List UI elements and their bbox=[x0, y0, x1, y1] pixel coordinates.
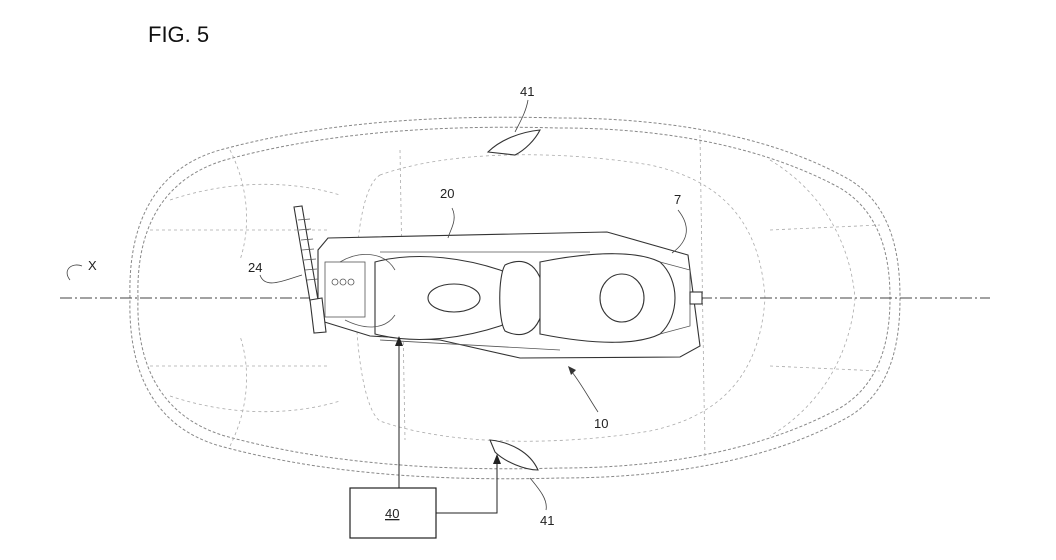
figure-title: FIG. 5 bbox=[148, 22, 209, 47]
leader-24 bbox=[259, 274, 303, 284]
leader-41-top bbox=[514, 99, 529, 133]
fin-top bbox=[486, 129, 541, 156]
fin-bottom bbox=[489, 439, 539, 471]
pedal-assembly bbox=[293, 205, 327, 334]
label-7: 7 bbox=[674, 192, 681, 207]
axis-label-x: X bbox=[88, 258, 97, 273]
label-41-bottom: 41 bbox=[540, 513, 554, 528]
label-24: 24 bbox=[248, 260, 262, 275]
label-10: 10 bbox=[594, 416, 608, 431]
leader-10 bbox=[571, 371, 599, 413]
cockpit-module bbox=[317, 231, 703, 359]
leader-7 bbox=[671, 209, 687, 254]
label-20: 20 bbox=[440, 186, 454, 201]
control-unit-box bbox=[349, 487, 437, 539]
leader-41-bottom bbox=[529, 477, 547, 511]
leader-20 bbox=[447, 207, 455, 239]
arrowhead-10 bbox=[568, 366, 576, 375]
axis-leader bbox=[66, 264, 83, 281]
control-lines bbox=[395, 336, 501, 514]
control-unit-label: 40 bbox=[385, 506, 399, 521]
label-41-top: 41 bbox=[520, 84, 534, 99]
